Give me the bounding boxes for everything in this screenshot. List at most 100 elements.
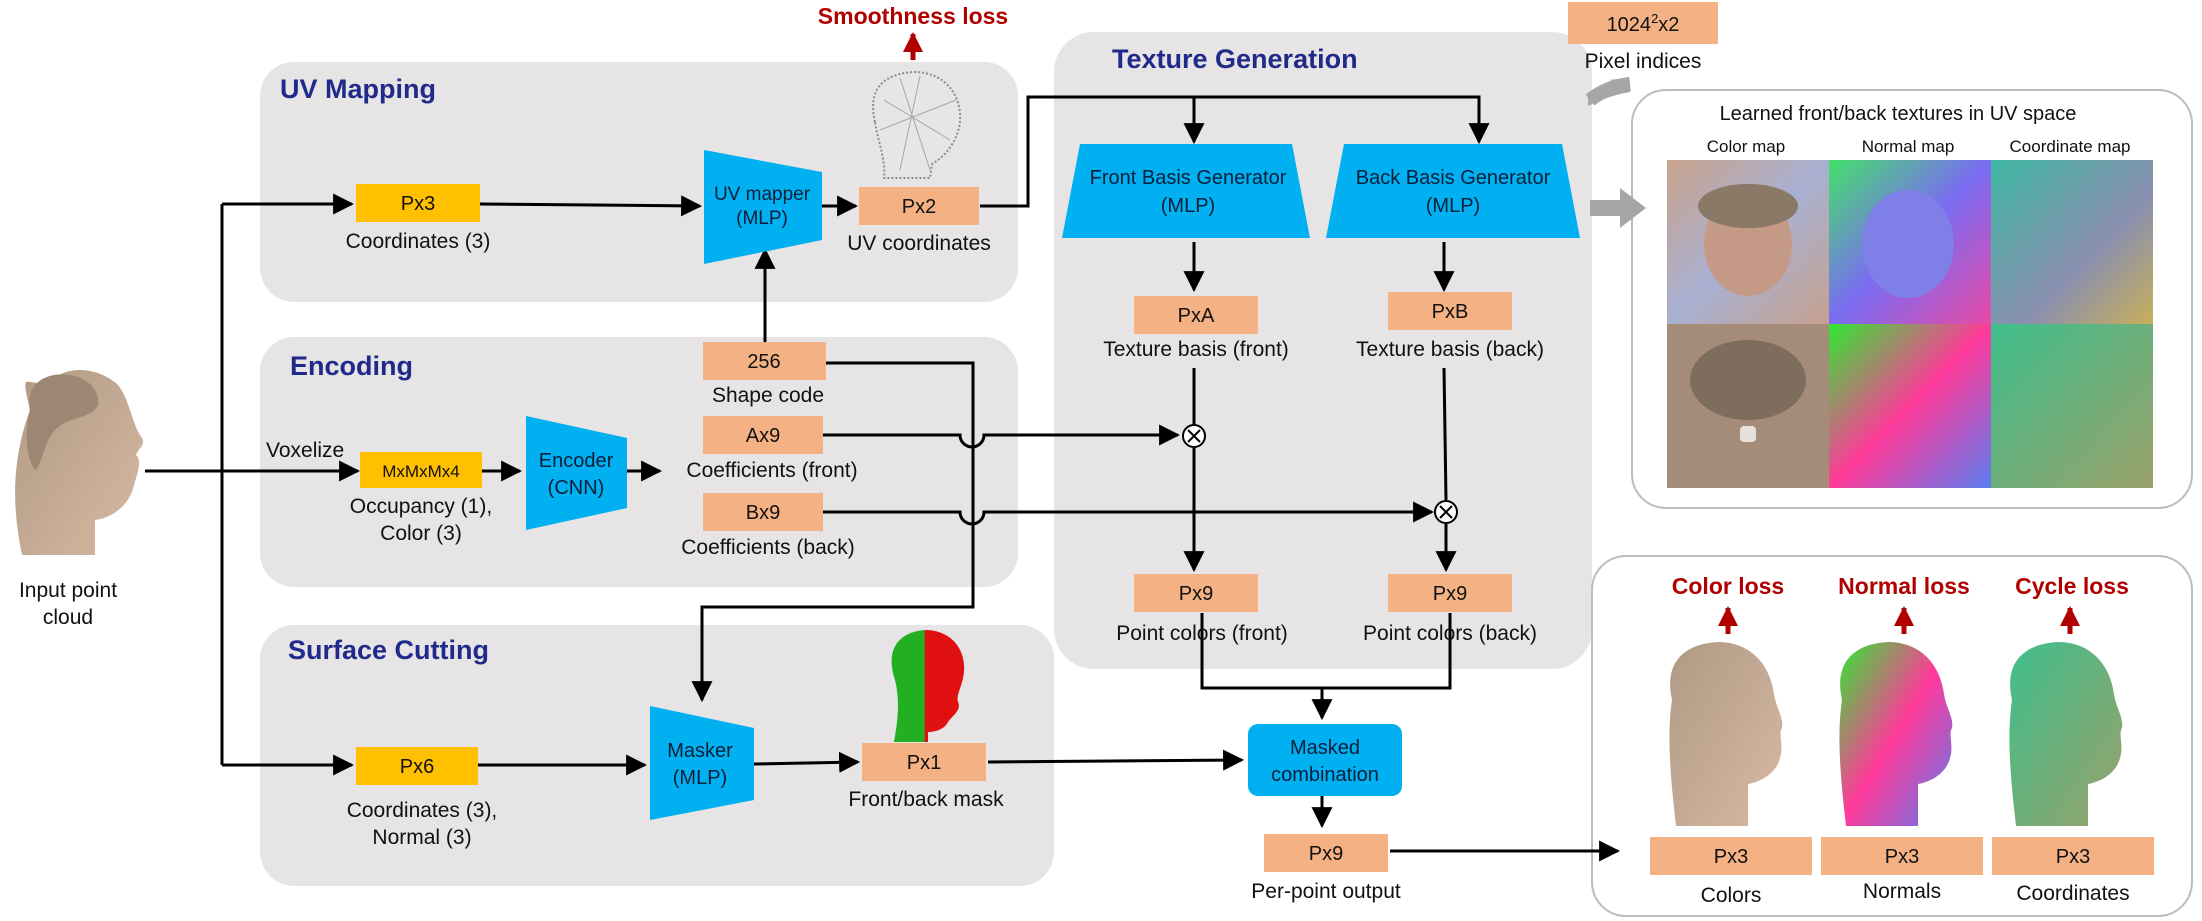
per-point-output-text: Px9 [1309, 843, 1343, 865]
pxb-label: Texture basis (back) [1356, 338, 1544, 361]
px9-back-text: Px9 [1433, 583, 1467, 605]
masker-line2: (MLP) [673, 767, 727, 789]
col-color-map: Color map [1707, 137, 1785, 156]
encoder-line2: (CNN) [548, 477, 605, 499]
coef-back-box [703, 493, 823, 531]
coords-output-label: Coordinates [2016, 882, 2129, 905]
uv-mapper-block [704, 150, 822, 264]
mask-label: Front/back mask [848, 788, 1004, 811]
coef-front-text: Ax9 [746, 425, 780, 447]
px3-coords-box [356, 184, 480, 222]
occupancy-line1: Occupancy (1), [350, 495, 492, 518]
back-gen-line2: (MLP) [1426, 195, 1480, 217]
pixel-indices-text: 10242x2 [1607, 11, 1680, 36]
pixel-indices-base: 1024 [1607, 14, 1652, 36]
pixel-indices-sup: 2 [1651, 11, 1658, 26]
coords-output-box [1992, 837, 2154, 875]
masked-combination-block [1248, 724, 1402, 796]
encoding-title: Encoding [290, 351, 413, 381]
smoothness-loss-label: Smoothness loss [818, 3, 1008, 29]
textures-panel-title: Learned front/back textures in UV space [1720, 103, 2077, 125]
coordinate-map-back [1991, 324, 2153, 488]
per-point-output-label: Per-point output [1251, 880, 1401, 903]
multiply-node-back [1434, 500, 1458, 524]
col-coordinate-map: Coordinate map [2010, 137, 2131, 156]
normal-map-back [1829, 324, 1991, 488]
shape-code-box [703, 342, 826, 380]
front-gen-line1: Front Basis Generator [1090, 167, 1287, 189]
coords-output-text: Px3 [2056, 846, 2090, 868]
front-gen-line2: (MLP) [1161, 195, 1215, 217]
back-colors-label: Point colors (back) [1363, 622, 1537, 645]
occupancy-line2: Color (3) [380, 522, 462, 545]
front-colors-label: Point colors (front) [1116, 622, 1288, 645]
colors-output-box [1650, 837, 1812, 875]
pxb-text: PxB [1432, 301, 1469, 323]
pxa-box [1134, 296, 1258, 334]
px1-text: Px1 [907, 752, 941, 774]
px2-box [859, 187, 979, 225]
input-head-image [15, 369, 144, 555]
occupancy-box-text: MxMxMx4 [382, 462, 459, 481]
pxa-label: Texture basis (front) [1103, 338, 1289, 361]
occupancy-box [360, 452, 482, 488]
coordinate-map-front [1991, 160, 2153, 324]
input-label-line2: cloud [43, 606, 93, 629]
encoder-block [526, 416, 627, 530]
front-basis-generator [1062, 144, 1310, 238]
px1-box [862, 743, 986, 781]
col-normal-map: Normal map [1862, 137, 1955, 156]
px6-box [356, 747, 478, 785]
mask-head-image [891, 630, 965, 742]
shape-code-value: 256 [747, 351, 780, 373]
coef-front-label: Coefficients (front) [686, 459, 857, 482]
masked-combination-line1: Masked [1290, 737, 1360, 759]
px9-front-text: Px9 [1179, 583, 1213, 605]
output-head-coordinates [2009, 642, 2123, 826]
texture-generation-title: Texture Generation [1112, 44, 1358, 74]
connector-lines [145, 95, 1621, 862]
px9-back-box [1388, 574, 1512, 612]
uv-coords-input-label: Coordinates (3) [346, 230, 491, 253]
coef-front-box [703, 416, 823, 454]
normals-output-label: Normals [1863, 880, 1941, 903]
output-head-colors [1669, 642, 1783, 826]
uv-mapper-line2: (MLP) [736, 208, 788, 229]
normal-loss-label: Normal loss [1838, 573, 1970, 599]
normals-output-text: Px3 [1885, 846, 1919, 868]
px2-text: Px2 [902, 196, 936, 218]
px3-coords-text: Px3 [401, 193, 435, 215]
surface-cutting-title: Surface Cutting [288, 635, 489, 665]
pixel-indices-connector [1585, 77, 1631, 106]
uv-mapping-panel [260, 62, 1018, 302]
texture-maps-grid [1667, 160, 2153, 488]
cutting-coords-line2: Normal (3) [372, 826, 471, 849]
coef-back-label: Coefficients (back) [681, 536, 855, 559]
encoding-panel [260, 337, 1018, 587]
pxb-box [1388, 292, 1512, 330]
px9-front-box [1134, 574, 1258, 612]
masked-combination-line2: combination [1271, 764, 1379, 786]
coef-back-text: Bx9 [746, 502, 780, 524]
texture-output-arrow [1590, 188, 1646, 228]
uv-coordinates-label: UV coordinates [847, 232, 991, 255]
smoothness-mesh-image [872, 70, 962, 179]
cycle-loss-label: Cycle loss [2015, 573, 2129, 599]
pxa-text: PxA [1178, 305, 1215, 327]
uv-mapping-title: UV Mapping [280, 74, 436, 104]
uv-mapper-line1: UV mapper [714, 184, 811, 205]
masker-line1: Masker [667, 740, 733, 762]
masker-block [650, 706, 754, 820]
px6-text: Px6 [400, 756, 434, 778]
colors-output-label: Colors [1701, 884, 1762, 907]
shape-code-label: Shape code [712, 384, 824, 407]
color-loss-label: Color loss [1672, 573, 1784, 599]
pixel-indices-label: Pixel indices [1585, 50, 1702, 73]
back-gen-line1: Back Basis Generator [1356, 167, 1551, 189]
voxelize-label: Voxelize [266, 439, 344, 462]
pixel-indices-box [1568, 2, 1718, 44]
encoder-line1: Encoder [539, 450, 614, 472]
input-label-line1: Input point [19, 579, 117, 602]
pixel-indices-rest: x2 [1658, 14, 1679, 36]
